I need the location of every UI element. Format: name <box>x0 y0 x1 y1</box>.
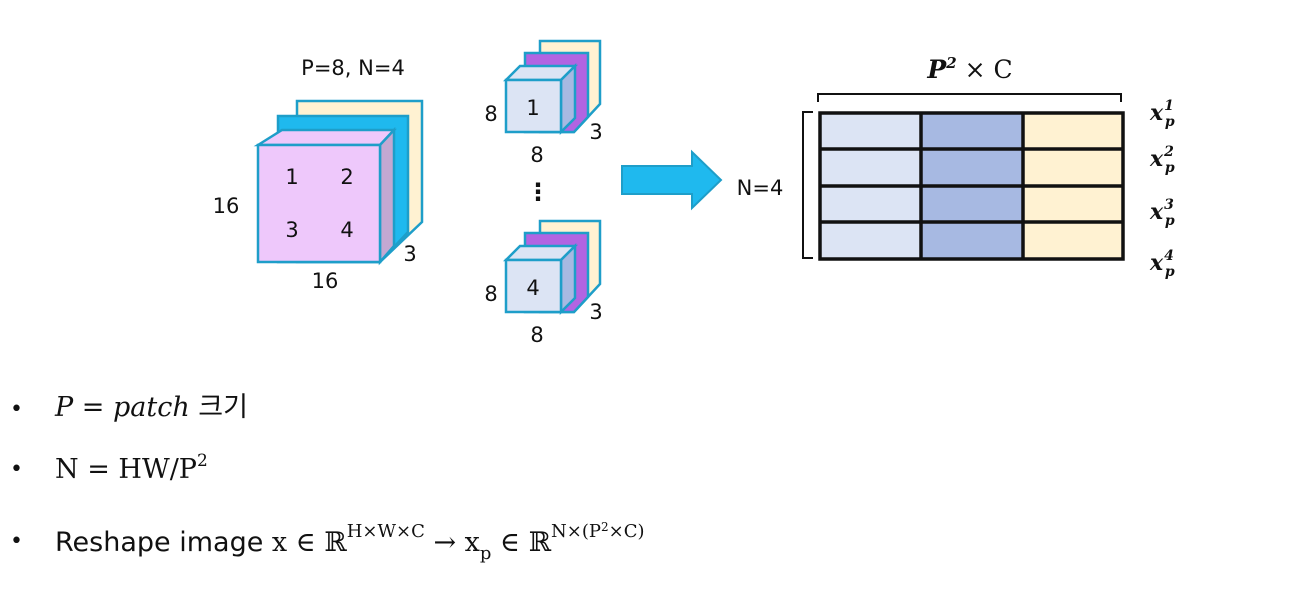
matrix-cell <box>921 113 1023 149</box>
matrix-top-label: P2 × C <box>926 54 1012 84</box>
bullet-marker: • <box>10 397 23 422</box>
matrix-cells <box>820 113 1123 259</box>
cube-patch-label: 3 <box>285 218 298 242</box>
bullet-2: N = HW/P2 <box>55 451 208 485</box>
patch-height-label: 8 <box>484 282 497 306</box>
patch-depth-label: 3 <box>589 300 602 324</box>
patch-height-label: 8 <box>484 102 497 126</box>
bullet-marker: • <box>10 457 23 482</box>
patch-ellipsis: ⋮ <box>526 178 550 206</box>
matrix-cell <box>820 149 921 186</box>
cube-height-label: 16 <box>213 194 240 218</box>
bullet-1: P = patch 크기 <box>54 392 248 423</box>
matrix-cell <box>1023 222 1123 259</box>
patch-front-face <box>504 258 563 314</box>
right-arrow-icon <box>621 149 723 211</box>
patch-label: 4 <box>526 276 539 300</box>
matrix-cell <box>921 222 1023 259</box>
cube-patch-label: 2 <box>340 165 353 189</box>
patch-width-label: 8 <box>530 143 543 167</box>
patch-front-face <box>504 78 563 134</box>
matrix-cell <box>1023 186 1123 222</box>
matrix-left-brace <box>802 111 813 259</box>
patch-cube-4: 4 8 8 3 <box>484 219 603 347</box>
matrix-cell <box>820 113 921 149</box>
patch-label: 1 <box>526 96 539 120</box>
patch-depth-label: 3 <box>589 120 602 144</box>
cube-top-pink <box>253 128 397 147</box>
cube-patch-label: 1 <box>285 165 298 189</box>
matrix-cell <box>1023 113 1123 149</box>
matrix-grid <box>818 111 1125 261</box>
matrix-top-brace <box>817 93 1122 102</box>
bullet-marker: • <box>10 529 23 554</box>
matrix-rows-label: N=4 <box>737 176 784 200</box>
bullet-list: • P = patch 크기 • N = HW/P2 • Reshape ima… <box>10 392 645 564</box>
matrix-cell <box>820 222 921 259</box>
big-cube-title: P=8, N=4 <box>301 56 405 80</box>
cube-side-pink <box>378 126 396 266</box>
cube-depth-label: 3 <box>403 242 416 266</box>
big-cube: P=8, N=4 1 2 3 4 16 16 3 <box>213 56 424 293</box>
cube-patch-label: 4 <box>340 218 353 242</box>
matrix-cell <box>921 186 1023 222</box>
patch-width-label: 8 <box>530 323 543 347</box>
matrix-cell <box>1023 149 1123 186</box>
cube-width-label: 16 <box>312 269 339 293</box>
cube-front-face <box>256 143 382 264</box>
matrix-cell <box>921 149 1023 186</box>
bullet-3: Reshape image x ∈ ℝH×W×C → xp ∈ ℝN×(P2×C… <box>55 520 645 564</box>
matrix-cell <box>820 186 921 222</box>
patch-cube-1: 1 8 8 3 <box>484 39 603 167</box>
